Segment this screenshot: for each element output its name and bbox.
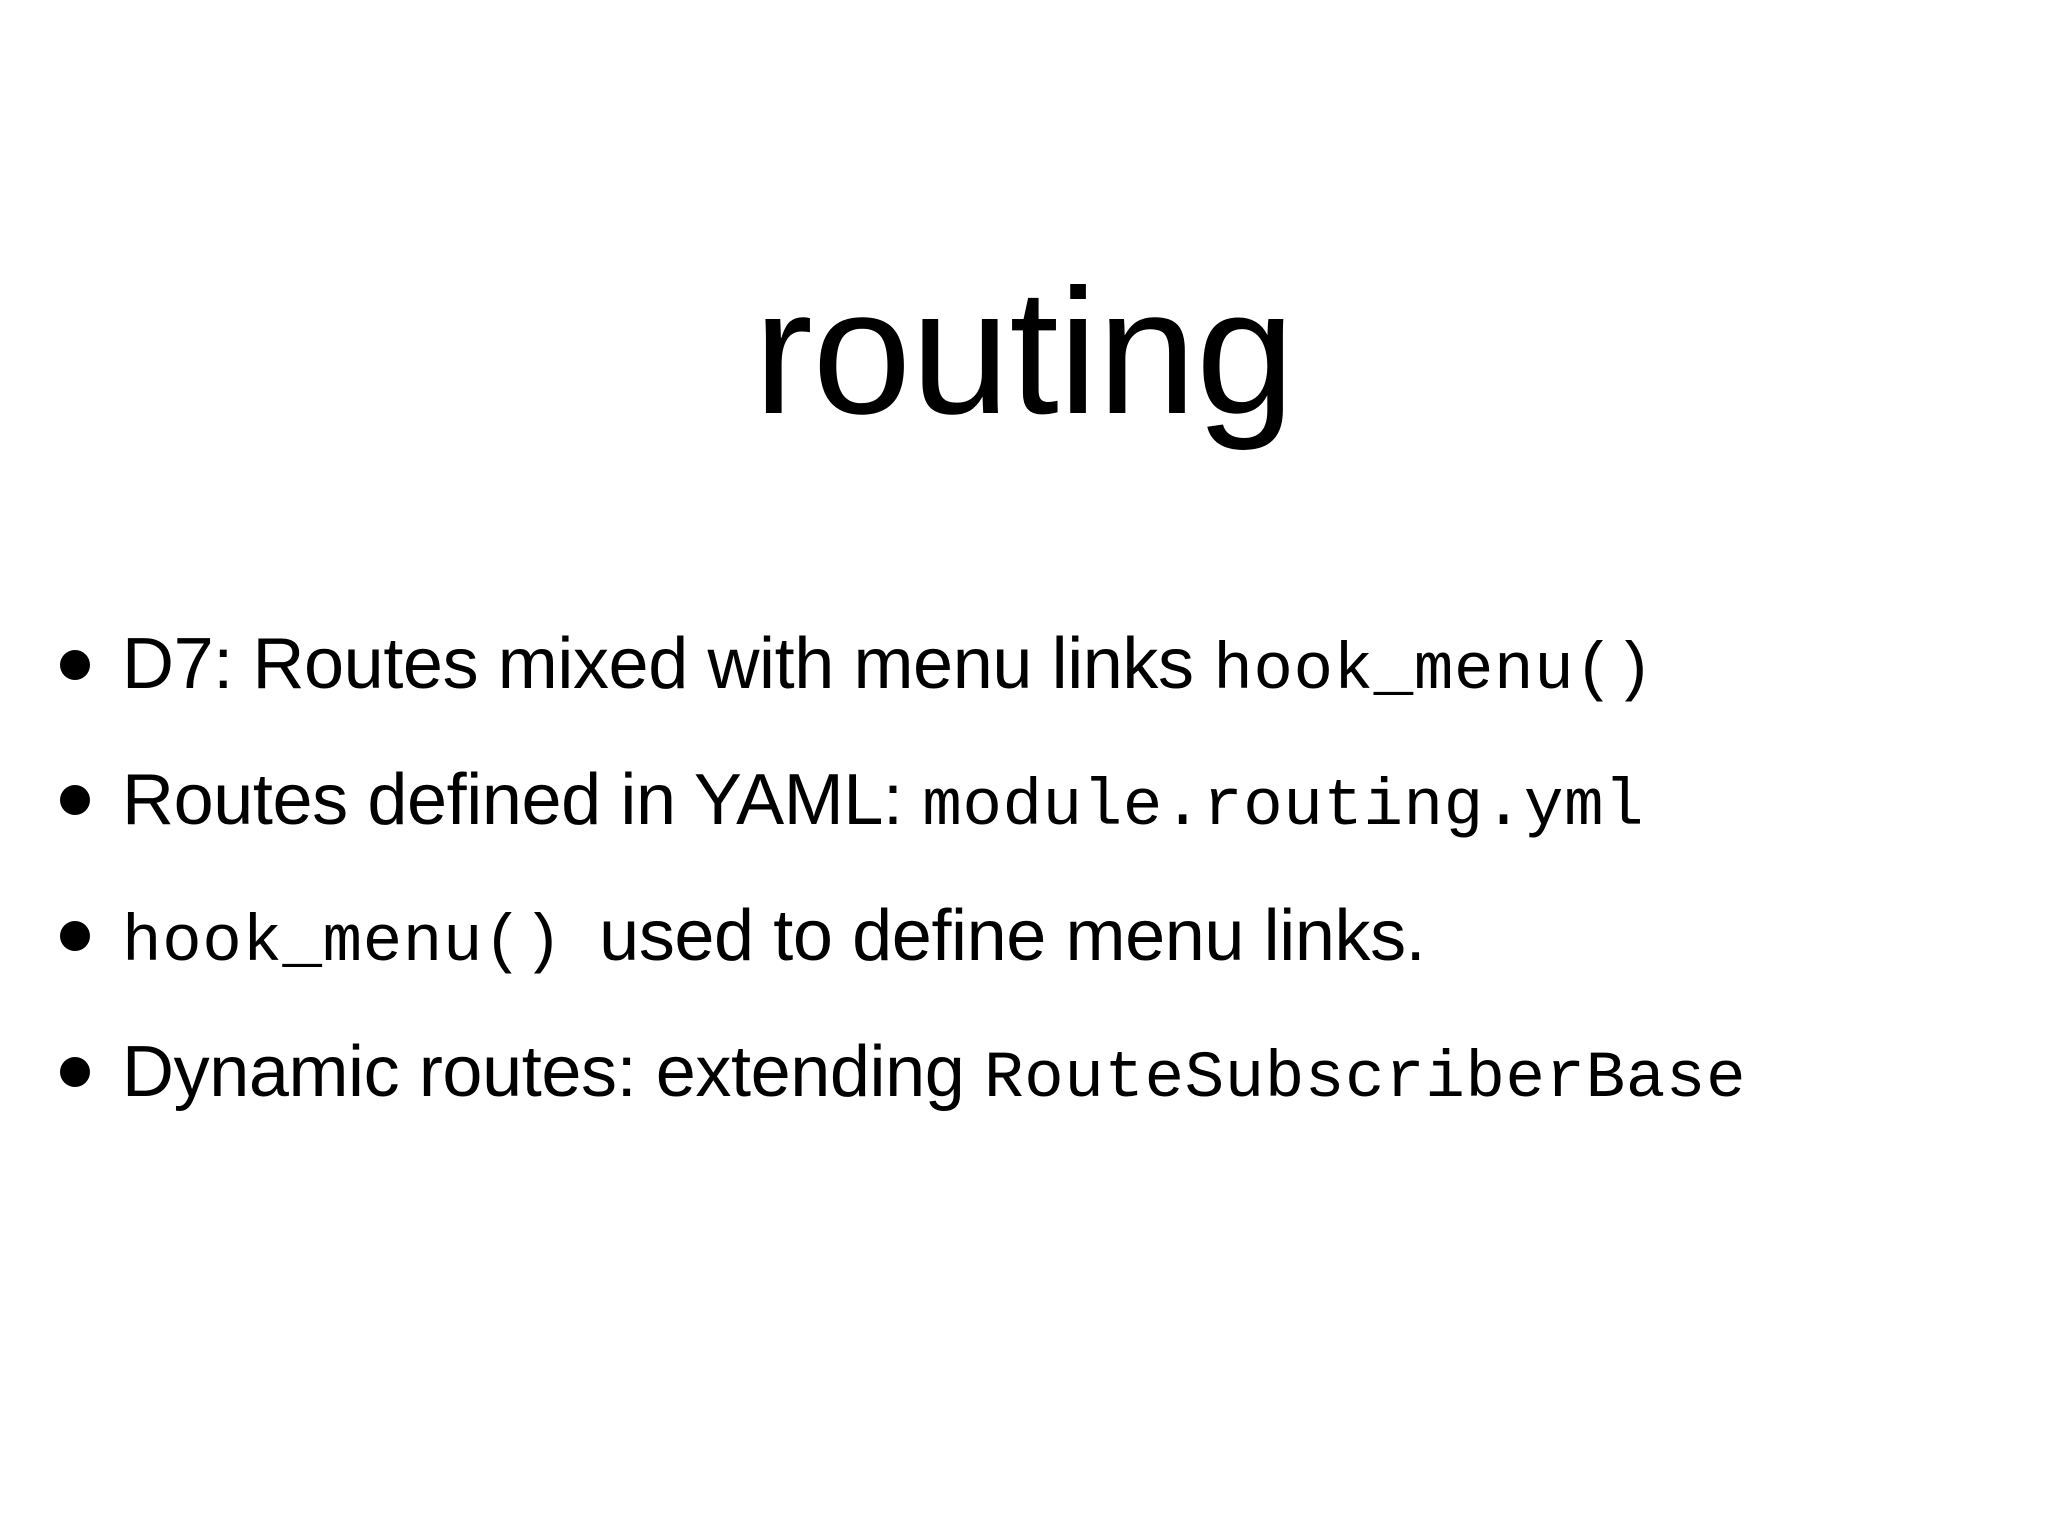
code-token: hook_menu() <box>1213 633 1655 708</box>
list-item: Dynamic routes: extending RouteSubscribe… <box>60 1032 1990 1116</box>
list-item: Routes defined in YAML: module.routing.y… <box>60 760 1990 844</box>
list-item-text: Dynamic routes: extending RouteSubscribe… <box>122 1032 1990 1116</box>
code-token: RouteSubscriberBase <box>984 1040 1747 1116</box>
list-item-text-segment: used to define menu links. <box>599 895 1426 976</box>
list-item-text-segment: Dynamic routes: extending <box>122 1031 985 1112</box>
list-item-text: D7: Routes mixed with menu links hook_me… <box>122 624 1990 708</box>
bullet-dot-icon <box>60 762 122 828</box>
bullet-dot-icon <box>60 1034 122 1100</box>
list-item-text: Routes defined in YAML: module.routing.y… <box>122 760 1990 844</box>
list-item: D7: Routes mixed with menu links hook_me… <box>60 624 1990 708</box>
code-token: module.routing.yml <box>922 768 1645 844</box>
list-item: hook_menu() used to define menu links. <box>60 896 1990 980</box>
page-title: routing <box>753 252 1295 452</box>
bullet-dot-icon <box>60 898 122 964</box>
code-token: hook_menu() <box>122 904 564 980</box>
list-item-text: hook_menu() used to define menu links. <box>122 896 1990 980</box>
bullet-dot-icon <box>60 626 122 692</box>
list-item-text-segment: D7: Routes mixed with menu links <box>122 624 1214 704</box>
list-item-text-segment: Routes defined in YAML: <box>122 759 923 840</box>
bullet-list: D7: Routes mixed with menu links hook_me… <box>60 624 1990 1116</box>
